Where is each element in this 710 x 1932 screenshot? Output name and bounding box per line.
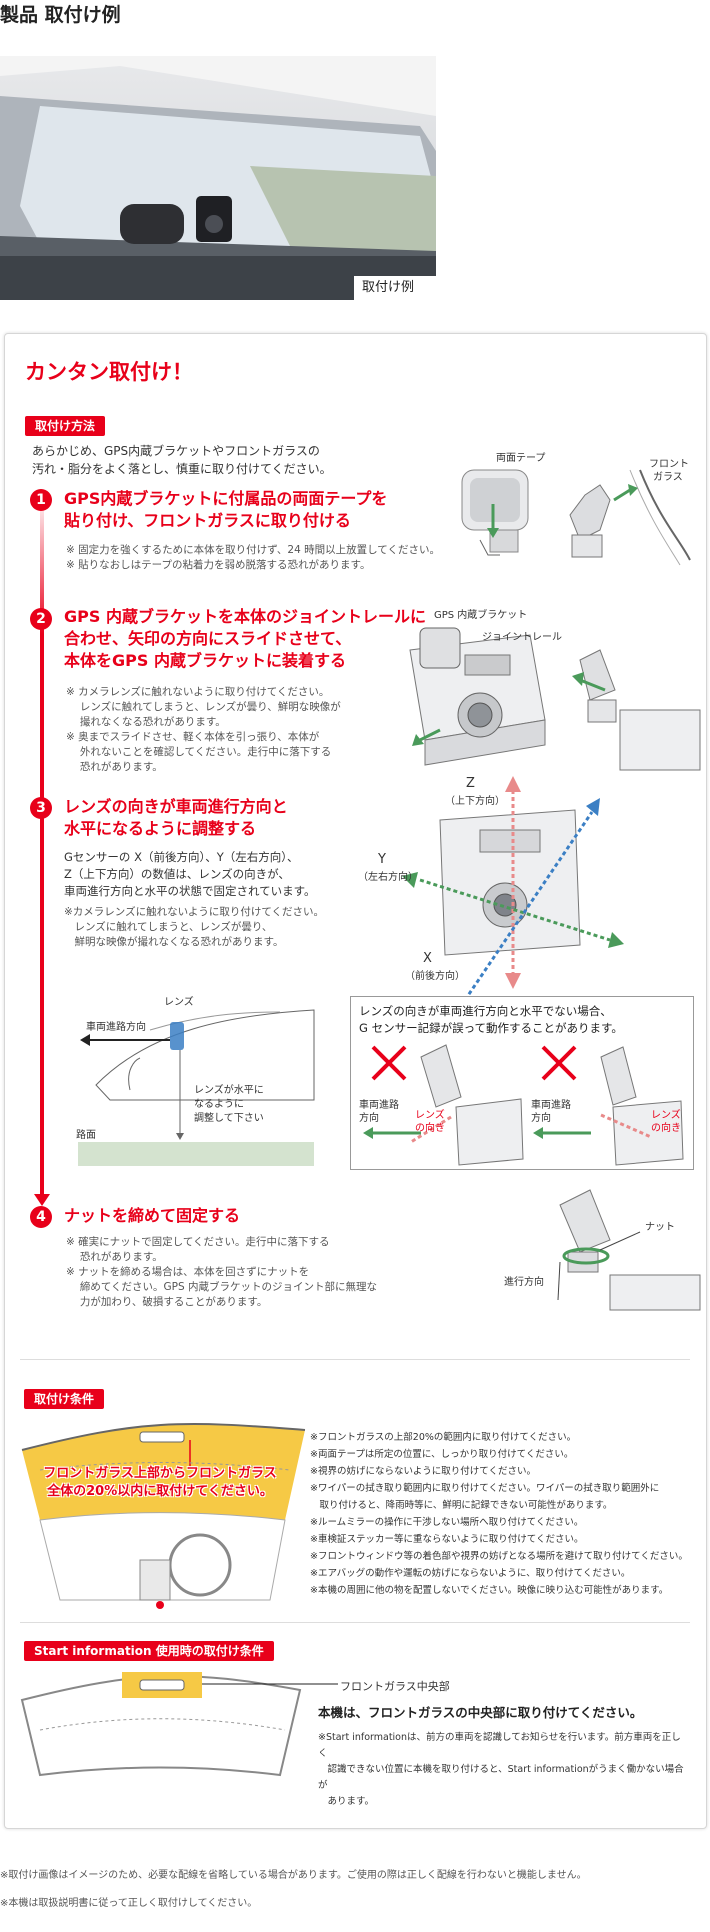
step-4-title: ナットを締めて固定する (64, 1206, 241, 1225)
label-vehicle-direction: 車両進路方向 (86, 1022, 146, 1033)
method-intro: あらかじめ、GPS内蔵ブラケットやフロントガラスの 汚れ・脂分をよく落とし、慎重… (32, 444, 332, 476)
warn-right-lens: レンズ の向き (651, 1110, 681, 1134)
axis-x: X (423, 951, 432, 966)
warn-left-direction: 車両進路 方向 (359, 1100, 399, 1124)
warning-diagram (363, 1044, 684, 1166)
product-photo (0, 56, 436, 300)
axis-z-label: （上下方向） (445, 796, 505, 807)
label-windshield-center: フロントガラス中央部 (340, 1680, 450, 1693)
start-info-label: Start information 使用時の取付け条件 (24, 1641, 274, 1661)
axis-x-label: （前後方向） (405, 971, 465, 982)
axis-y-label: （左右方向） (358, 872, 418, 883)
step-3-number: 3 (30, 797, 52, 819)
step-3-body: Gセンサーの X（前後方向）、Y（左右方向）、 Z（上下方向）の数値は、レンズの… (64, 850, 316, 898)
label-nut: ナット (645, 1222, 675, 1233)
divider-2 (20, 1622, 690, 1623)
step-timeline (40, 493, 44, 1198)
step-1-number: 1 (30, 489, 52, 511)
warn-left-lens: レンズ の向き (415, 1110, 445, 1134)
label-road-surface: 路面 (76, 1130, 96, 1141)
conditions-label: 取付け条件 (24, 1389, 105, 1409)
step-2-title: GPS 内蔵ブラケットを本体のジョイントレールに 合わせ、矢印の方向にスライドさ… (64, 607, 426, 670)
method-label: 取付け方法 (25, 416, 106, 436)
label-lens: レンズ (164, 997, 194, 1008)
label-joint-rail: ジョイントレール (482, 632, 562, 643)
warn-right-direction: 車両進路 方向 (531, 1100, 571, 1124)
step-1-notes: ※ 固定力を強くするために本体を取り付けず、24 時間以上放置してください。 ※… (66, 544, 440, 571)
step-2-notes: ※ カメラレンズに触れないように取り付けてください。 レンズに触れてしまうと、レ… (66, 686, 341, 773)
main-heading: カンタン取付け！ (25, 360, 193, 384)
step-4-notes: ※ 確実にナットで固定してください。走行中に落下する 恐れがあります。 ※ ナッ… (66, 1236, 377, 1308)
start-info-note: ※Start informationは、前方の車両を認識してお知らせを行います。… (318, 1732, 684, 1807)
footnote-2: ※本機は取扱説明書に従って正しく取付けしてください。 (0, 1898, 258, 1909)
label-direction-of-travel: 進行方向 (504, 1277, 544, 1288)
car-interior-illustration (0, 56, 436, 300)
step-1-title: GPS内蔵ブラケットに付属品の両面テープを 貼り付け、フロントガラスに取り付ける (64, 489, 388, 530)
label-front: フロント (649, 459, 689, 470)
step-3-title: レンズの向きが車両進行方向と 水平になるように調整する (64, 797, 288, 838)
windshield-band-text: フロントガラス上部からフロントガラス 全体の20%以内に取付けてください。 (43, 1466, 277, 1499)
label-double-sided-tape: 両面テープ (496, 453, 546, 464)
photo-caption: 取付け例 (354, 276, 436, 300)
page-title: 製品 取付け例 (0, 4, 121, 26)
conditions-list: ※フロントガラスの上部20%の範囲内に取り付けてください。 ※両面テープは所定の… (310, 1432, 688, 1596)
step-2-number: 2 (30, 608, 52, 630)
label-gps-bracket: GPS 内蔵ブラケット (434, 610, 528, 621)
axis-z: Z (466, 776, 475, 791)
step-4-number: 4 (30, 1206, 52, 1228)
warning-text: レンズの向きが車両進行方向と水平でない場合、 G センサー記録が誤って動作するこ… (359, 1004, 623, 1035)
axis-y: Y (378, 852, 386, 867)
footnote-1: ※取付け画像はイメージのため、必要な配線を省略している場合があります。ご使用の際… (0, 1870, 587, 1881)
warning-box: レンズの向きが車両進行方向と水平でない場合、 G センサー記録が誤って動作するこ… (350, 996, 694, 1170)
timeline-arrow (34, 1194, 50, 1206)
start-info-title: 本機は、フロントガラスの中央部に取り付けてください。 (318, 1705, 643, 1720)
step-3-notes: ※カメラレンズに触れないように取り付けてください。 レンズに触れてしまうと、レン… (64, 906, 325, 948)
label-keep-level: レンズが水平に なるように 調整して下さい (194, 1085, 264, 1124)
divider-1 (20, 1359, 690, 1360)
label-glass: ガラス (653, 472, 683, 483)
